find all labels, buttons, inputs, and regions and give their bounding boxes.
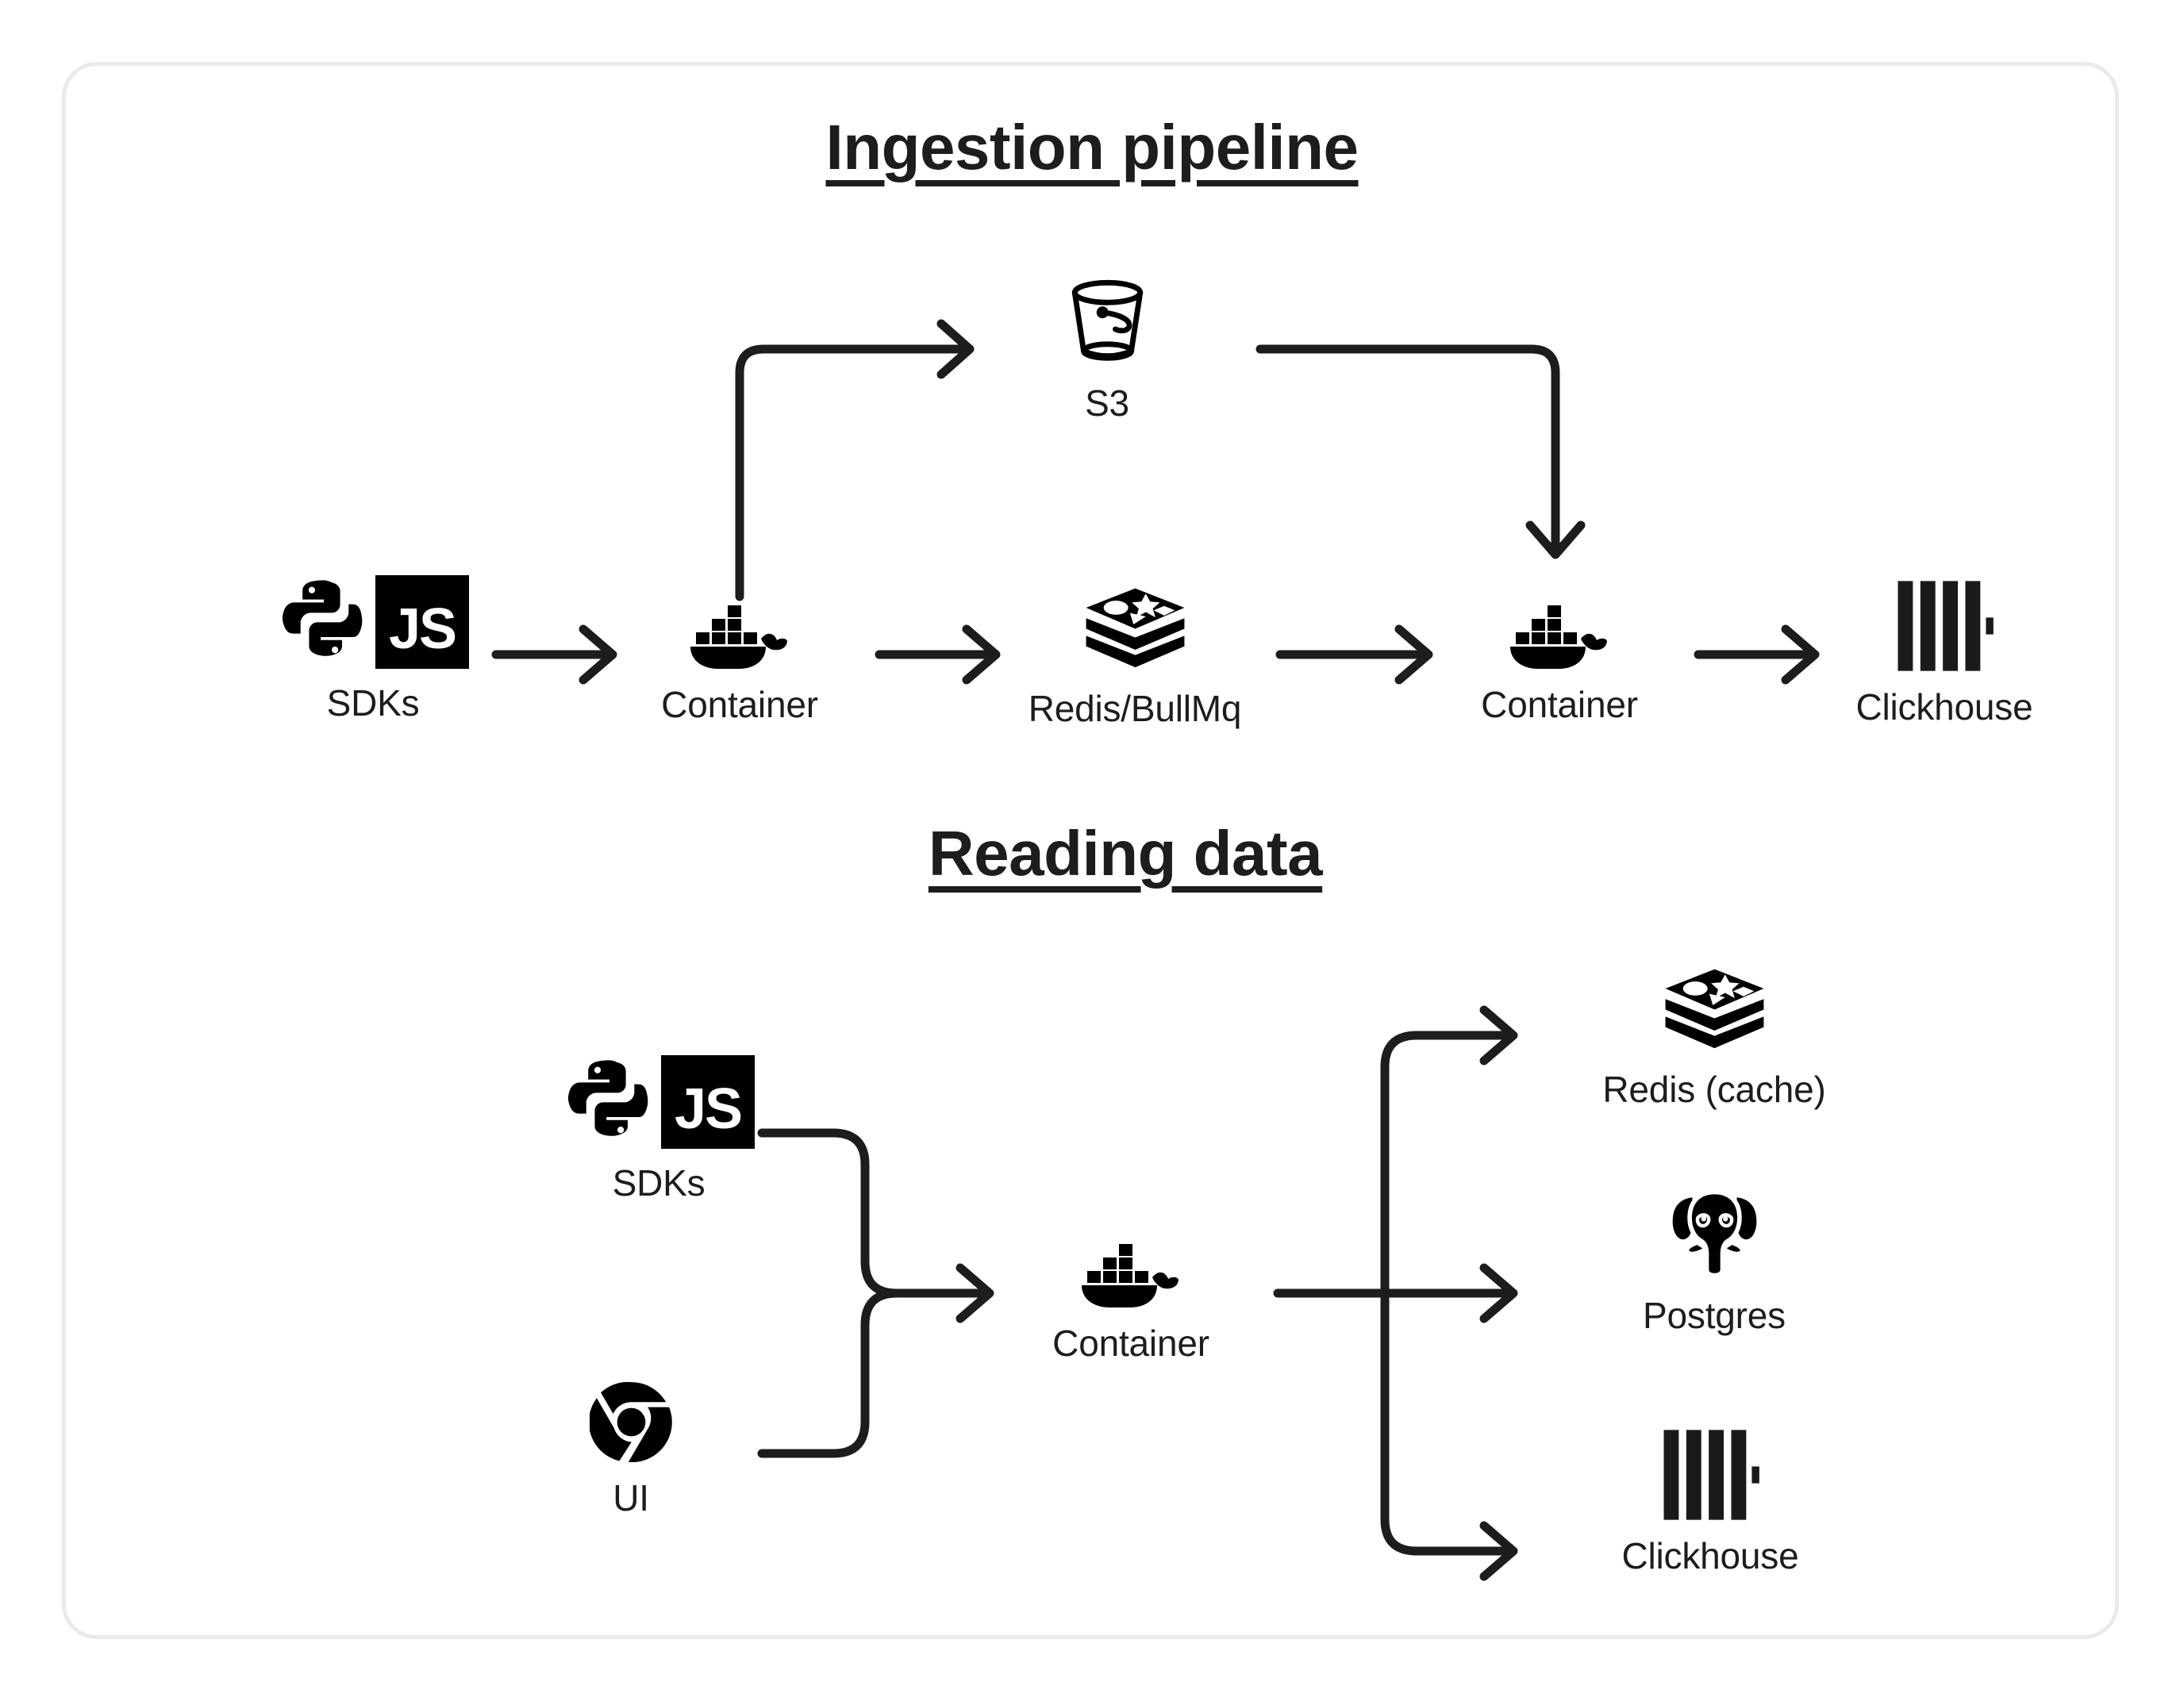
chrome-browser-icon [589, 1380, 673, 1464]
node-ui: UI [556, 1380, 706, 1519]
node-sdks-bottom: JS SDKs [532, 1055, 786, 1204]
node-redis-cache: Redis (cache) [1540, 964, 1889, 1111]
clickhouse-bars-icon [1895, 579, 1994, 673]
section-title-ingestion: Ingestion pipeline [825, 112, 1359, 182]
node-label-container-2: Container [1481, 684, 1638, 725]
javascript-label: JS [674, 1077, 743, 1141]
clickhouse-bars-icon [1661, 1428, 1760, 1522]
node-s3: S3 [1024, 270, 1190, 424]
section-title-reading: Reading data [928, 818, 1323, 889]
node-label-sdks-bottom: SDKs [612, 1162, 706, 1204]
docker-whale-icon [1508, 591, 1611, 670]
node-clickhouse-top: Clickhouse [1825, 579, 2063, 728]
redis-stack-icon [1661, 964, 1768, 1055]
python-js-sdk-icon: JS [563, 1055, 755, 1149]
node-label-container-3: Container [1052, 1323, 1209, 1364]
node-label-sdks-top: SDKs [326, 682, 420, 724]
s3-bucket-icon [1058, 270, 1157, 369]
node-label-redis-cache: Redis (cache) [1602, 1069, 1826, 1110]
postgres-elephant-icon [1665, 1182, 1764, 1281]
node-label-container-1: Container [661, 684, 818, 725]
python-icon [282, 580, 363, 656]
node-label-clickhouse-top: Clickhouse [1855, 686, 2033, 728]
docker-whale-icon [688, 591, 791, 670]
node-container-1: Container [644, 591, 835, 726]
redis-stack-icon [1082, 583, 1189, 674]
javascript-label: JS [388, 597, 457, 661]
node-clickhouse-bottom: Clickhouse [1551, 1428, 1869, 1577]
node-label-s3: S3 [1085, 382, 1129, 424]
node-postgres: Postgres [1563, 1182, 1865, 1337]
javascript-icon: JS [661, 1055, 755, 1149]
node-label-redis-bullmq: Redis/BullMq [1028, 688, 1242, 729]
python-icon [567, 1060, 648, 1136]
node-label-postgres: Postgres [1643, 1295, 1786, 1336]
diagram-card [62, 62, 2119, 1639]
node-label-ui: UI [613, 1477, 649, 1519]
python-js-sdk-icon: JS [277, 575, 469, 669]
docker-whale-icon [1079, 1230, 1182, 1309]
node-container-3: Container [1036, 1230, 1226, 1365]
node-container-2: Container [1464, 591, 1655, 726]
node-label-clickhouse-bottom: Clickhouse [1621, 1535, 1799, 1576]
javascript-icon: JS [375, 575, 469, 669]
node-sdks-top: JS SDKs [246, 575, 500, 724]
node-redis-bullmq: Redis/BullMq [1012, 583, 1258, 730]
